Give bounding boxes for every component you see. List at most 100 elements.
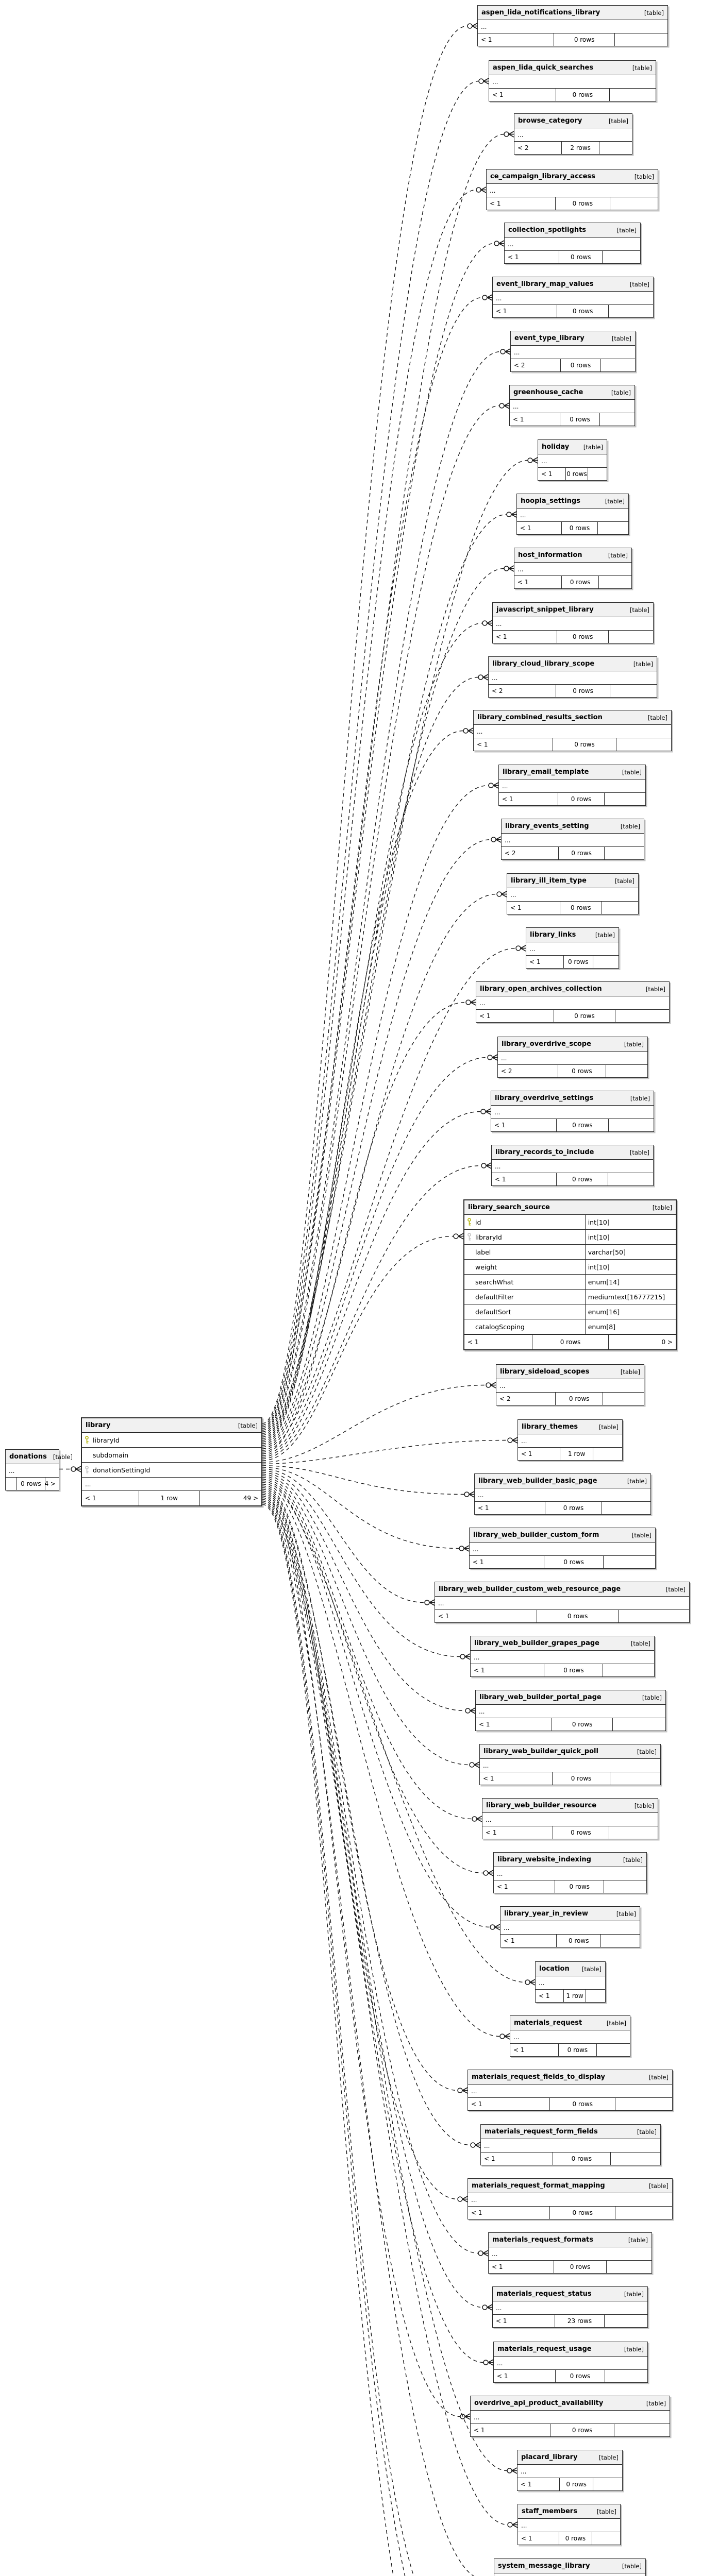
table-name[interactable]: library_web_builder_custom_form	[473, 1531, 599, 1539]
table-box-library_web_builder_grapes_page[interactable]: library_web_builder_grapes_page[table]..…	[470, 1636, 655, 1677]
table-name[interactable]: materials_request_format_mapping	[472, 2182, 605, 2190]
table-name[interactable]: materials_request_status	[496, 2290, 592, 2298]
table-box-library_web_builder_resource[interactable]: library_web_builder_resource[table]...< …	[482, 1798, 658, 1839]
table-name[interactable]: hoopla_settings	[521, 497, 580, 505]
table-box-library_web_builder_basic_page[interactable]: library_web_builder_basic_page[table]...…	[474, 1473, 651, 1515]
table-box-library_web_builder_portal_page[interactable]: library_web_builder_portal_page[table]..…	[475, 1690, 666, 1731]
table-name[interactable]: donations	[9, 1453, 47, 1461]
table-name[interactable]: library	[86, 1421, 111, 1429]
table-name[interactable]: library_open_archives_collection	[480, 985, 602, 993]
table-name[interactable]: library_year_in_review	[504, 1910, 588, 1918]
table-box-aspen_lida_notifications_library[interactable]: aspen_lida_notifications_library[table].…	[477, 5, 668, 46]
table-name[interactable]: library_web_builder_custom_web_resource_…	[439, 1585, 621, 1593]
table-name[interactable]: host_information	[518, 551, 582, 559]
table-name[interactable]: browse_category	[518, 117, 582, 125]
table-name[interactable]: library_combined_results_section	[477, 714, 603, 721]
column-row-libraryId[interactable]: libraryId	[82, 1433, 261, 1448]
table-name[interactable]: library_themes	[522, 1423, 578, 1431]
table-name[interactable]: library_records_to_include	[495, 1148, 594, 1156]
table-box-overdrive_api_product_availability[interactable]: overdrive_api_product_availability[table…	[470, 2396, 670, 2437]
table-name[interactable]: library_overdrive_scope	[502, 1040, 591, 1048]
table-box-library_web_builder_custom_web_resource_page[interactable]: library_web_builder_custom_web_resource_…	[435, 1582, 690, 1623]
table-name[interactable]: library_website_indexing	[497, 1856, 591, 1863]
table-name[interactable]: event_library_map_values	[496, 280, 594, 288]
table-box-materials_request_form_fields[interactable]: materials_request_form_fields[table]...<…	[480, 2124, 661, 2165]
table-box-library_web_builder_custom_form[interactable]: library_web_builder_custom_form[table]..…	[469, 1528, 656, 1569]
table-name[interactable]: system_message_library	[498, 2562, 590, 2570]
table-name[interactable]: event_type_library	[514, 334, 585, 342]
table-name[interactable]: library_ill_item_type	[511, 877, 587, 885]
table-box-library_web_builder_quick_poll[interactable]: library_web_builder_quick_poll[table]...…	[479, 1744, 661, 1785]
table-name[interactable]: staff_members	[522, 2507, 577, 2515]
table-name[interactable]: javascript_snippet_library	[496, 606, 594, 614]
table-name[interactable]: library_web_builder_grapes_page	[474, 1639, 599, 1647]
column-row-donationSettingId[interactable]: donationSettingId	[82, 1463, 261, 1478]
table-name[interactable]: library_events_setting	[505, 822, 589, 830]
table-name[interactable]: collection_spotlights	[508, 226, 587, 234]
table-name[interactable]: materials_request_formats	[492, 2236, 594, 2244]
table-name[interactable]: placard_library	[521, 2453, 578, 2461]
table-box-materials_request_format_mapping[interactable]: materials_request_format_mapping[table].…	[467, 2178, 673, 2219]
table-name[interactable]: materials_request_form_fields	[485, 2128, 598, 2136]
table-name[interactable]: library_sideload_scopes	[500, 1368, 590, 1376]
table-name[interactable]: aspen_lida_quick_searches	[493, 64, 593, 72]
table-name[interactable]: library_search_source	[468, 1204, 550, 1211]
table-name[interactable]: materials_request_usage	[497, 2345, 592, 2353]
table-name[interactable]: overdrive_api_product_availability	[474, 2399, 604, 2407]
table-name[interactable]: materials_request	[514, 2019, 582, 2027]
table-name[interactable]: library_web_builder_quick_poll	[483, 1748, 598, 1755]
table-box-library_combined_results_section[interactable]: library_combined_results_section[table].…	[473, 710, 672, 751]
table-name[interactable]: greenhouse_cache	[513, 388, 583, 396]
column-row-subdomain[interactable]: subdomain	[82, 1448, 261, 1463]
table-box-system_message_library[interactable]: system_message_library[table]...< 10 row…	[494, 2558, 646, 2576]
table-name[interactable]: aspen_lida_notifications_library	[481, 9, 600, 16]
table-box-library_open_archives_collection[interactable]: library_open_archives_collection[table].…	[476, 981, 670, 1023]
table-name[interactable]: library_links	[530, 931, 576, 939]
table-name[interactable]: library_cloud_library_scope	[492, 660, 595, 668]
table-name[interactable]: library_email_template	[503, 768, 589, 776]
table-name[interactable]: library_web_builder_portal_page	[479, 1693, 602, 1701]
table-name[interactable]: library_web_builder_basic_page	[478, 1477, 597, 1485]
table-name[interactable]: library_web_builder_resource	[486, 1802, 597, 1809]
table-name[interactable]: materials_request_fields_to_display	[472, 2073, 605, 2081]
